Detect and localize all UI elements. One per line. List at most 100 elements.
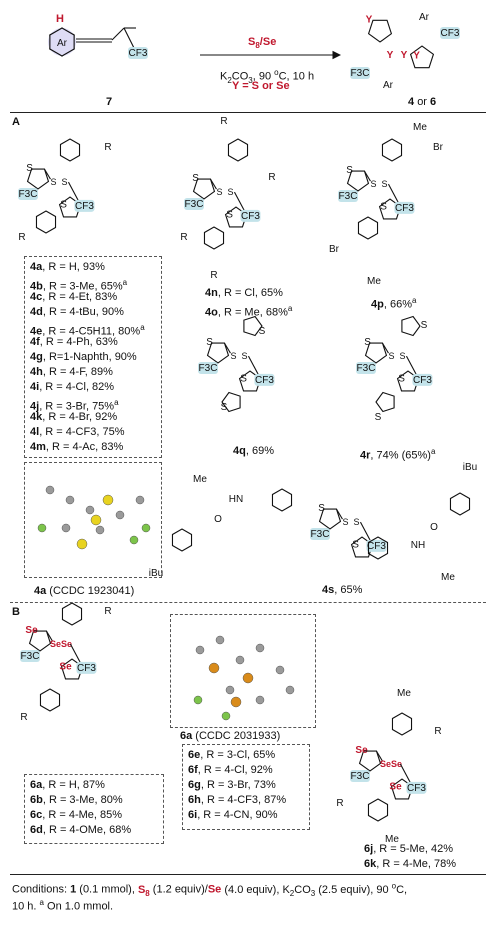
ring [192, 178, 216, 200]
ring [391, 712, 413, 736]
ring-heteroatom: S [346, 165, 353, 176]
cf3-group: CF3 [75, 201, 94, 212]
ring [227, 138, 249, 162]
list-item: 6b, R = 3-Me, 80% [30, 794, 123, 806]
ring-heteroatom: S [398, 374, 405, 385]
crystal-atom [141, 523, 151, 533]
cf3-highlight [240, 209, 261, 222]
list-item: 6c, R = 4-Me, 85% [30, 809, 123, 821]
list-6e-6i: 6e, R = 3-Cl, 65%6f, R = 4-Cl, 92%6g, R … [188, 748, 286, 823]
list-item: 4k, R = 4-Br, 92% [30, 411, 118, 423]
list-item: 4a, R = H, 93% [30, 261, 105, 273]
bond [381, 342, 389, 354]
ring [358, 750, 382, 772]
ring [401, 315, 421, 337]
bridge-atom: S [241, 351, 247, 361]
section-divider-bottom [10, 874, 486, 875]
carbonyl-o: O [430, 522, 438, 533]
ar-highlight [48, 28, 76, 56]
ring-heteroatom: S [318, 503, 325, 514]
list-item: 4i, R = 4-Cl, 82% [30, 381, 115, 393]
ring-heteroatom: S [380, 202, 387, 213]
ring [375, 391, 395, 413]
crystal-atom [215, 635, 225, 645]
list-6a-6d: 6a, R = H, 87% 6b, R = 3-Me, 80% 6c, R = 4… [30, 778, 131, 838]
bond [209, 178, 217, 190]
list-item: 6g, R = 3-Br, 73% [188, 779, 276, 791]
bridge-atom: S [227, 187, 233, 197]
list-item: 6f, R = 4-Cl, 92% [188, 764, 273, 776]
crystal-atom [235, 655, 245, 665]
list-4a-4m-box [24, 256, 162, 458]
me-label: Me [193, 474, 207, 485]
me-label: Me [385, 834, 399, 845]
xray-6a-box [170, 614, 316, 728]
ibu-label: iBu [463, 462, 477, 473]
bridge-atom: S [230, 351, 236, 361]
bond [223, 342, 231, 354]
cf3-highlight [338, 190, 358, 202]
cf3-group: CF3 [395, 203, 414, 214]
footer-conditions-line1: Conditions: 1 (0.1 mmol), S8 (1.2 equiv)… [12, 881, 408, 898]
bond [363, 170, 371, 182]
h-label: H [56, 13, 64, 25]
cf3-group: F3C [311, 529, 330, 540]
bridge-atom: S [216, 187, 222, 197]
ring-heteroatom: Se [355, 745, 368, 756]
list-item: 6k, R = 4-Me, 78% [364, 858, 457, 870]
crystal-atom [102, 494, 114, 506]
cf3-group: F3C [357, 363, 376, 374]
cf3-highlight [128, 47, 148, 59]
list-item: 4j, R = 3-Br, 75%a [30, 398, 119, 413]
caption-4q: 4q, 69% [233, 445, 274, 457]
r-label: R [220, 116, 227, 127]
cf3-highlight [310, 528, 330, 540]
ring [367, 798, 389, 822]
crystal-atom [195, 645, 205, 655]
me-label: Me [367, 276, 381, 287]
cf3-highlight [406, 781, 427, 794]
bond [43, 168, 51, 180]
crystal-atom [221, 711, 231, 721]
cf3-highlight [350, 67, 370, 79]
cf3-group: CF3 [241, 211, 260, 222]
ring [28, 630, 52, 652]
cf3-group: CF3 [255, 375, 274, 386]
cf3-group: CF3 [129, 48, 148, 59]
list-item: 6a, R = H, 87% [30, 779, 105, 791]
section-a-label: A [12, 116, 20, 128]
section-b-label: B [12, 606, 20, 618]
caption-4r: 4r, 74% (65%)a [360, 447, 436, 462]
thienyl-s: S [259, 326, 266, 337]
cf3-highlight [350, 770, 370, 782]
cf3-highlight [198, 362, 218, 374]
ring [381, 138, 403, 162]
ring [357, 216, 379, 240]
ring [350, 536, 374, 558]
r-label: R [180, 232, 187, 243]
ring-heteroatom: S [364, 337, 371, 348]
ring [26, 168, 50, 190]
crystal-atom [45, 485, 55, 495]
ring [367, 536, 389, 560]
r-label: R [104, 606, 111, 617]
cf3-highlight [20, 650, 40, 662]
list-item: 4b, R = 3-Me, 65%a [30, 278, 128, 293]
y-label: Y [387, 50, 394, 61]
ring [60, 658, 84, 680]
caption-xray-4a: 4a (CCDC 1923041) [34, 585, 135, 597]
ring [206, 342, 230, 364]
reactant-label: 7 [106, 96, 113, 108]
ring [39, 688, 61, 712]
ring [364, 342, 388, 364]
cf3-group: F3C [21, 651, 40, 662]
ring [318, 508, 342, 530]
ring [58, 196, 82, 218]
ring [203, 226, 225, 250]
caption-4p: 4p, 66%a [371, 296, 417, 311]
crystal-atom [76, 538, 88, 550]
y-label: Y [401, 50, 408, 61]
ring [243, 315, 263, 337]
r-label: R [104, 142, 111, 153]
